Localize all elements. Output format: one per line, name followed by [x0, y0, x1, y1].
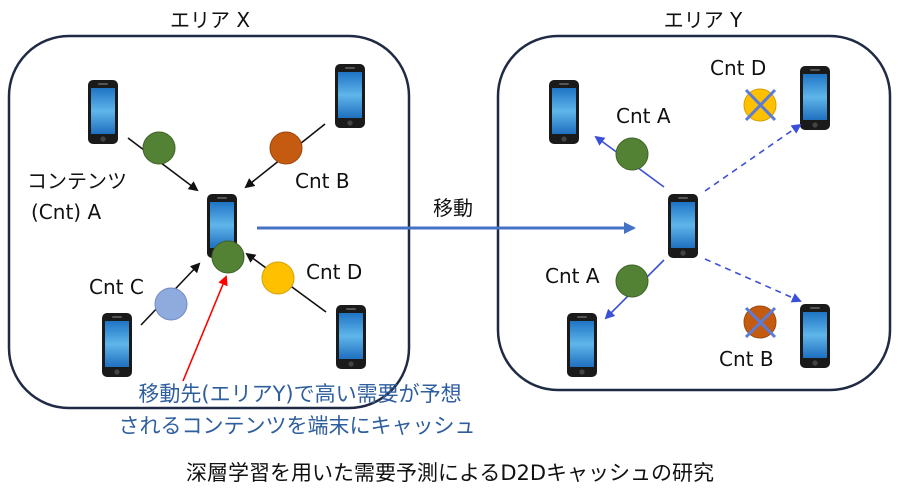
area-x-label: エリア X: [170, 8, 250, 32]
cross-icon: [744, 306, 777, 339]
cnt-a-label-top: Cnt A: [616, 104, 671, 128]
content-a-circle: [615, 264, 649, 298]
content-label-line2: (Cnt) A: [31, 200, 101, 224]
note-line1: 移動先(エリアY)で高い需要が予想: [138, 382, 461, 406]
phone-icon: [336, 305, 366, 369]
no-share-arrow: [704, 258, 802, 303]
phone-icon: [800, 304, 830, 368]
phone-icon: [335, 64, 365, 128]
content-d-circle: [261, 261, 295, 295]
phone-icon: [800, 66, 830, 130]
cached-content-a-circle: [211, 240, 245, 274]
cnt-d-label: Cnt D: [306, 260, 362, 284]
phone-icon: [102, 313, 132, 377]
area-y-label: エリア Y: [664, 8, 743, 32]
phone-icon: [549, 80, 579, 144]
cnt-d-label-y: Cnt D: [710, 56, 766, 80]
cnt-a-label-bottom: Cnt A: [545, 264, 600, 288]
content-a-circle: [142, 131, 176, 165]
content-c-circle: [154, 287, 188, 321]
cnt-c-label: Cnt C: [89, 275, 144, 299]
phone-icon: [88, 80, 118, 144]
phone-icon: [668, 194, 698, 258]
pointer-arrow: [182, 275, 228, 382]
content-a-circle: [615, 137, 649, 171]
cnt-b-label-y: Cnt B: [719, 347, 774, 371]
phone-icon: [567, 313, 597, 377]
area-x-box: [7, 34, 411, 410]
content-label-line1: コンテンツ: [27, 169, 127, 193]
diagram-title: 深層学習を用いた需要予測によるD2Dキャッシュの研究: [186, 461, 714, 485]
note-line2: されるコンテンツを端末にキャッシュ: [119, 414, 476, 438]
content-b-circle: [269, 131, 303, 165]
move-label: 移動: [433, 196, 473, 220]
area-y-box: [496, 34, 892, 392]
no-share-arrow: [704, 123, 802, 192]
cnt-b-label: Cnt B: [295, 169, 350, 193]
cross-icon: [744, 88, 777, 122]
